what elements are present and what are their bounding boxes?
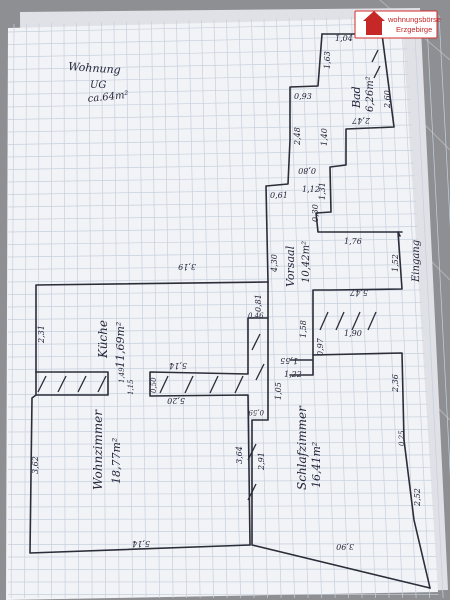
- dim-label: 1,52: [391, 254, 400, 272]
- dim-label: 0,97: [316, 337, 325, 356]
- room-kueche-name: Küche: [96, 320, 110, 359]
- note-floor: UG: [90, 80, 106, 91]
- house-roof-icon: [363, 11, 385, 21]
- dim-label: 0,81: [254, 294, 263, 312]
- wall-upper-left: [265, 33, 323, 283]
- room-bad-name: Bad: [350, 86, 363, 109]
- room-wohnzimmer-area: 18,77m²: [110, 438, 123, 484]
- dim-label: 3,90: [336, 542, 354, 551]
- dim-label: 1,90: [344, 329, 362, 338]
- dim-label: 0,25: [398, 430, 406, 446]
- note-area: ca.64m²: [87, 90, 129, 105]
- wall-bedroom: [251, 281, 431, 589]
- dim-label: 1,55: [280, 356, 298, 365]
- wall-kitchen: [35, 281, 269, 373]
- wall-upper-outline: [312, 33, 431, 589]
- hatching: [37, 49, 381, 501]
- wall-living: [29, 371, 251, 554]
- dim-label: 1,31: [318, 182, 327, 200]
- dim-label: 0,30: [311, 204, 320, 222]
- house-icon: [366, 21, 382, 35]
- dim-label: 2,31: [37, 325, 46, 344]
- dim-label: 0,80: [298, 166, 316, 175]
- wall-kitchen-living: [35, 317, 269, 546]
- dim-label: 1,76: [344, 237, 362, 246]
- dim-label: 1,58: [299, 320, 308, 338]
- company-logo: wohnungsbörse Erzgebirge: [354, 10, 441, 39]
- room-vorsaal-name: Vorsaal: [284, 245, 297, 287]
- dim-label: 3,62: [31, 456, 40, 474]
- room-kueche-area: 11,69m²: [114, 322, 127, 368]
- dim-label: 2,52: [413, 488, 422, 507]
- dim-label: 2,60: [383, 90, 392, 109]
- dim-label: 4,30: [270, 254, 279, 273]
- dim-label: 2,36: [391, 374, 400, 393]
- dim-label: 2,47: [351, 116, 371, 125]
- handwritten-notes: Wohnung UG ca.64m² Bad 6,26m² Küche 11,6…: [31, 34, 422, 551]
- dim-label: 1,22: [284, 370, 302, 379]
- dim-label: 2,91: [257, 452, 266, 471]
- dim-label: 1,40: [320, 128, 329, 146]
- dim-label: 2,48: [293, 127, 302, 146]
- dim-label: 5,14: [132, 539, 150, 548]
- dim-label: 0,46: [248, 312, 264, 320]
- room-eingang-name: Eingang: [411, 240, 422, 283]
- dim-label: 5,47: [349, 288, 368, 297]
- dim-label: 3,64: [235, 446, 244, 464]
- room-schlafzimmer-area: 16,41m²: [310, 442, 323, 488]
- room-bad-area: 6,26m²: [365, 76, 376, 112]
- dim-label: 0,93: [294, 92, 312, 101]
- dim-label: 5,20: [167, 396, 185, 405]
- logo-line-1: wohnungsbörse: [387, 15, 441, 24]
- dim-label: 0,50: [150, 377, 158, 393]
- room-vorsaal-area: 10,42m²: [301, 241, 312, 283]
- room-wohnzimmer-name: Wohnzimmer: [91, 409, 105, 490]
- dim-label: 0,59: [248, 408, 264, 416]
- note-title: Wohnung: [68, 60, 121, 77]
- paper-grid: [7, 15, 450, 599]
- dim-label: 5,14: [169, 361, 187, 370]
- wall-entrance: [397, 231, 403, 237]
- dim-label: 1,63: [323, 51, 332, 69]
- dim-label: 0,61: [270, 191, 288, 200]
- dim-label: 1,05: [274, 382, 283, 400]
- dim-label: 3,19: [178, 262, 196, 271]
- dim-label: 1,15: [127, 379, 135, 395]
- dim-label: 1,49: [118, 367, 126, 383]
- dim-label: 1,04: [335, 34, 353, 43]
- dim-label: 1,12: [302, 185, 320, 194]
- logo-line-2: Erzgebirge: [396, 25, 432, 34]
- room-schlafzimmer-name: Schlafzimmer: [295, 405, 309, 490]
- floor-plan-walls: [29, 33, 431, 589]
